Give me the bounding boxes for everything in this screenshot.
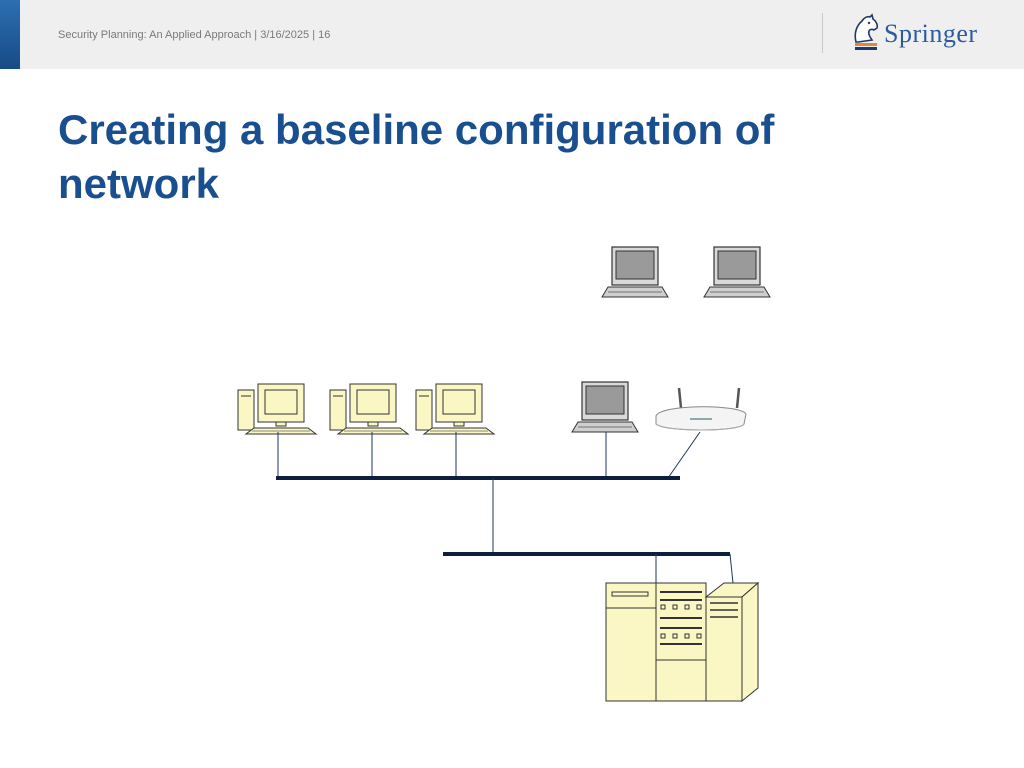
- workstation-icon: [415, 383, 495, 435]
- springer-logo: Springer: [848, 12, 988, 54]
- laptop-icon: [703, 246, 771, 298]
- header-accent-bar: [0, 0, 20, 69]
- laptop-icon: [571, 381, 639, 433]
- springer-horse-logo-icon: [854, 13, 879, 50]
- laptop-icon: [601, 246, 669, 298]
- workstation-icon: [329, 383, 409, 435]
- springer-logo-text: Springer: [884, 19, 978, 48]
- slide-footer-text: Security Planning: An Applied Approach |…: [58, 29, 331, 41]
- header-divider: [822, 13, 823, 53]
- wireless-router-icon: [655, 387, 747, 431]
- slide-title: Creating a baseline configuration of net…: [58, 106, 775, 207]
- slide-header: Security Planning: An Applied Approach |…: [0, 0, 1024, 69]
- server-icon: [605, 581, 760, 703]
- workstation-icon: [237, 383, 317, 435]
